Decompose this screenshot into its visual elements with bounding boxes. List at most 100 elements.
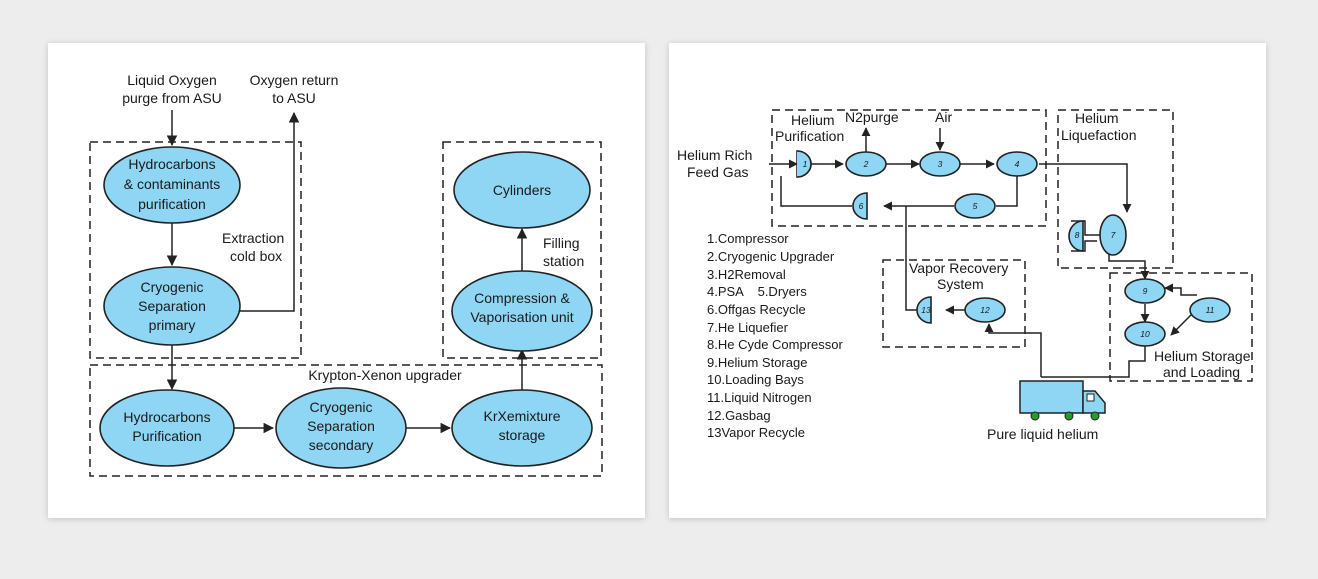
unit-1-compressor: 1: [796, 150, 812, 178]
helium-process-diagram: Helium Purification Helium Liquefaction …: [677, 109, 1253, 442]
filling-station-box: [442, 141, 602, 359]
svg-text:System: System: [937, 276, 984, 292]
svg-text:Liquid Oxygen: Liquid Oxygen: [127, 72, 217, 88]
svg-text:cold box: cold box: [230, 248, 282, 264]
legend-item: 9.Helium Storage: [707, 355, 807, 370]
svg-text:Hydrocarbons: Hydrocarbons: [128, 156, 215, 172]
svg-text:4: 4: [1015, 159, 1020, 169]
air-label: Air: [935, 109, 952, 125]
unit-10-loading-bays: 10: [1124, 321, 1166, 347]
krxe-mixture-storage-node: KrXemixture storage: [451, 389, 593, 467]
svg-text:9: 9: [1143, 286, 1148, 296]
svg-text:purge from ASU: purge from ASU: [122, 90, 222, 106]
svg-text:11: 11: [1206, 305, 1215, 315]
krypton-xenon-upgrader-label: Krypton-Xenon upgrader: [308, 367, 462, 383]
extraction-cold-box-label: Extraction cold box: [222, 230, 284, 264]
svg-text:Hydrocarbons: Hydrocarbons: [123, 409, 210, 425]
legend-item: 8.He Cyde Compressor: [707, 337, 843, 352]
legend-item: 2.Cryogenic Upgrader: [707, 249, 835, 264]
cryogenic-separation-primary-node: Cryogenic Separation primary: [103, 266, 241, 346]
extraction-cold-box: [89, 141, 302, 359]
svg-text:secondary: secondary: [309, 437, 374, 453]
legend-item: 12.Gasbag: [707, 408, 771, 423]
helium-storage-loading-box: [1109, 272, 1253, 382]
svg-text:13: 13: [921, 305, 931, 315]
svg-text:Extraction: Extraction: [222, 230, 284, 246]
legend-item: 6.Offgas Recycle: [707, 302, 806, 317]
unit-3-h2-removal: 3: [919, 151, 961, 177]
svg-text:Helium Rich: Helium Rich: [677, 147, 752, 163]
vapor-recovery-box: [882, 259, 1026, 348]
unit-13-vapor-recycle: 13: [916, 296, 932, 324]
legend-item: 4.PSA 5.Dryers: [707, 284, 807, 299]
svg-text:station: station: [543, 253, 584, 269]
svg-text:Helium: Helium: [791, 112, 835, 128]
svg-text:and Loading: and Loading: [1163, 364, 1240, 380]
svg-text:Filling: Filling: [543, 235, 580, 251]
unit-2-cryogenic-upgrader: 2: [845, 151, 887, 177]
helium-storage-loading-label: Helium Storage and Loading: [1154, 348, 1251, 380]
legend-item: 13Vapor Recycle: [707, 425, 805, 440]
filling-station-label: Filling station: [543, 235, 584, 269]
svg-text:Helium Storage: Helium Storage: [1154, 348, 1251, 364]
hydrocarbons-contaminants-purification-node: Hydrocarbons & contaminants purification: [103, 146, 241, 224]
cryogenic-separation-secondary-node: Cryogenic Separation secondary: [275, 387, 407, 469]
legend-item: 7.He Liquefier: [707, 320, 789, 335]
svg-text:Purification: Purification: [132, 428, 201, 444]
unit-9-helium-storage: 9: [1124, 278, 1166, 304]
kr-xe-process-diagram: Liquid Oxygen purge from ASU Oxygen retu…: [89, 72, 603, 477]
svg-text:8: 8: [1075, 230, 1080, 240]
svg-text:Separation: Separation: [138, 298, 206, 314]
unit-4-psa: 4: [996, 151, 1038, 177]
svg-text:Feed Gas: Feed Gas: [687, 164, 748, 180]
legend-item: 10.Loading Bays: [707, 372, 804, 387]
legend-item: 3.H2Removal: [707, 267, 786, 282]
svg-text:primary: primary: [149, 317, 196, 333]
helium-liquefaction-box: [1057, 109, 1174, 269]
liquid-oxygen-input-label: Liquid Oxygen purge from ASU: [122, 72, 222, 106]
legend-item: 1.Compressor: [707, 231, 789, 246]
svg-text:3: 3: [938, 159, 943, 169]
hydrocarbons-purification-node: Hydrocarbons Purification: [99, 389, 235, 467]
svg-text:7: 7: [1111, 230, 1116, 240]
svg-text:6: 6: [859, 201, 864, 211]
svg-text:Separation: Separation: [307, 418, 375, 434]
helium-purification-box: [771, 109, 1047, 227]
svg-text:1: 1: [803, 159, 808, 169]
svg-text:10: 10: [1140, 329, 1150, 339]
legend-item: 11.Liquid Nitrogen: [707, 390, 812, 405]
helium-feed-gas-label: Helium Rich Feed Gas: [677, 147, 752, 180]
svg-text:12: 12: [980, 305, 990, 315]
unit-8-he-cycle-compressor: 8: [1068, 220, 1084, 252]
helium-process-diagram-card: Helium Purification Helium Liquefaction …: [669, 43, 1266, 518]
unit-5-dryers: 5: [954, 193, 996, 219]
svg-text:5: 5: [973, 201, 978, 211]
helium-purification-label: Helium Purification: [775, 112, 844, 144]
svg-text:Vapor Recovery: Vapor Recovery: [909, 260, 1008, 276]
unit-7-he-liquefier: 7: [1099, 214, 1127, 256]
svg-text:Purification: Purification: [775, 128, 844, 144]
svg-text:Cryogenic: Cryogenic: [309, 399, 372, 415]
svg-text:& contaminants: & contaminants: [124, 176, 221, 192]
svg-text:Cylinders: Cylinders: [493, 182, 551, 198]
vapor-recovery-label: Vapor Recovery System: [909, 260, 1008, 292]
svg-text:storage: storage: [499, 427, 546, 443]
svg-text:to ASU: to ASU: [272, 90, 316, 106]
svg-text:2: 2: [863, 159, 869, 169]
cylinders-node: Cylinders: [453, 151, 591, 229]
svg-text:Compression &: Compression &: [474, 290, 570, 306]
unit-11-liquid-nitrogen: 11: [1189, 297, 1231, 323]
kr-xe-process-diagram-card: Liquid Oxygen purge from ASU Oxygen retu…: [48, 43, 645, 518]
svg-text:Oxygen return: Oxygen return: [250, 72, 339, 88]
helium-liquefaction-label: Helium Liquefaction: [1061, 110, 1137, 143]
oxygen-return-label: Oxygen return to ASU: [250, 72, 339, 106]
delivery-truck-icon: [1019, 380, 1106, 421]
krypton-xenon-upgrader-box: [89, 364, 603, 477]
svg-text:Liquefaction: Liquefaction: [1061, 127, 1137, 143]
compression-vaporisation-node: Compression & Vaporisation unit: [451, 270, 593, 352]
svg-text:purification: purification: [138, 196, 206, 212]
svg-text:Cryogenic: Cryogenic: [140, 279, 203, 295]
unit-6-offgas-recycle: 6: [852, 192, 868, 220]
svg-text:KrXemixture: KrXemixture: [483, 408, 560, 424]
unit-legend: 1.Compressor 2.Cryogenic Upgrader 3.H2Re…: [707, 231, 843, 440]
